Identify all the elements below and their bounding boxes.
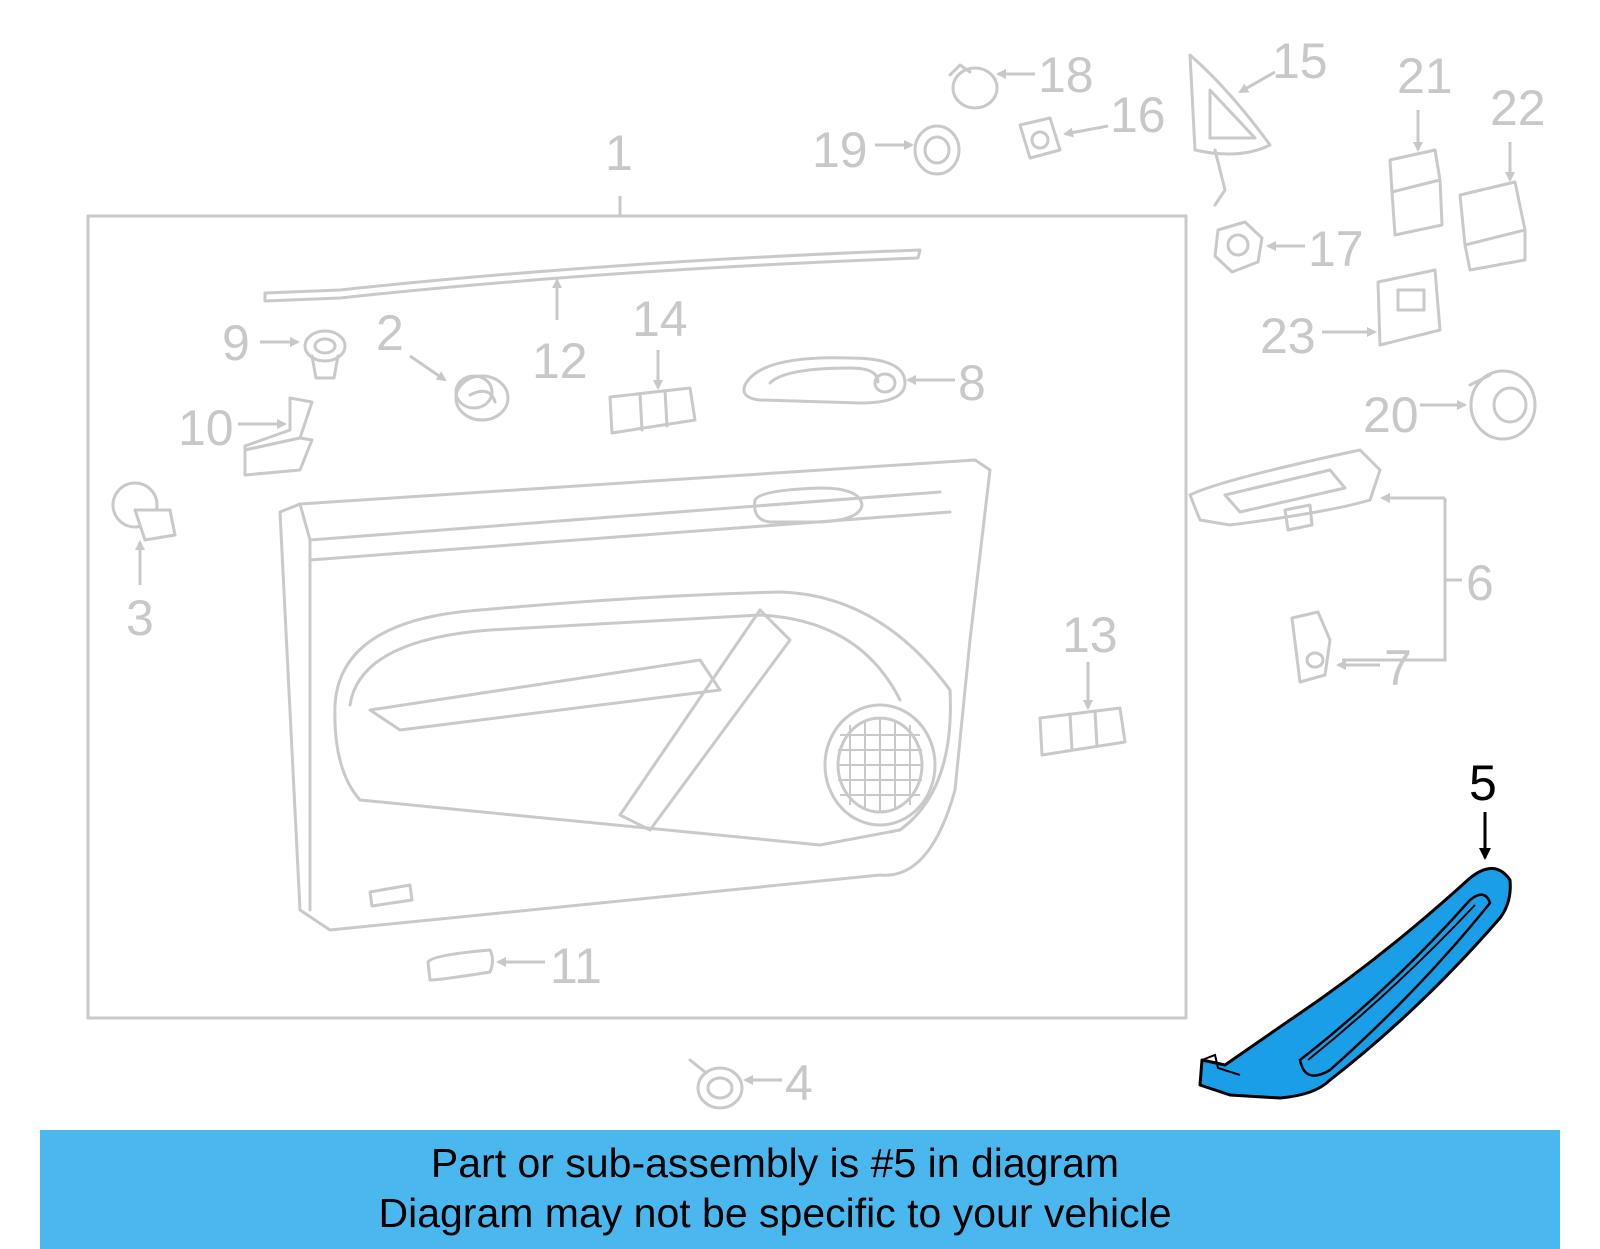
part-14-switch <box>608 386 697 435</box>
part-2-push-pin <box>454 374 510 422</box>
callout-3: 3 <box>126 590 154 646</box>
part-21-switch <box>1388 148 1444 237</box>
callout-2: 2 <box>376 305 404 361</box>
callout-4: 4 <box>785 1055 813 1111</box>
part-10-bracket <box>243 396 314 477</box>
part-5-armrest-highlighted <box>1198 867 1512 1100</box>
part-4-screw <box>688 1058 744 1110</box>
part-7-clip <box>1290 610 1332 684</box>
callout-16: 16 <box>1110 87 1166 143</box>
callout-8: 8 <box>958 355 986 411</box>
part-19-grommet <box>913 124 961 176</box>
info-banner: Part or sub-assembly is #5 in diagram Di… <box>40 1130 1560 1249</box>
part-12-belt-molding <box>263 248 922 303</box>
part-22-switch <box>1458 180 1527 272</box>
callout-9: 9 <box>222 315 250 371</box>
part-20-knob <box>1468 369 1537 441</box>
callout-21: 21 <box>1397 48 1453 104</box>
callout-17: 17 <box>1308 221 1364 277</box>
part-13-switch <box>1038 706 1127 757</box>
part-11-plug <box>426 948 494 982</box>
banner-line-disclaimer: Diagram may not be specific to your vehi… <box>378 1190 1172 1236</box>
part-23-switch <box>1376 268 1442 347</box>
speaker-grille <box>838 718 922 812</box>
part-8-door-handle <box>742 356 907 405</box>
callout-18: 18 <box>1038 47 1094 103</box>
callout-11: 11 <box>550 938 602 994</box>
callout-22: 22 <box>1490 80 1546 136</box>
callout-20: 20 <box>1363 387 1419 443</box>
part-16-clip <box>1018 116 1062 160</box>
callout-10: 10 <box>178 400 234 456</box>
callout-12: 12 <box>532 333 588 389</box>
callout-15: 15 <box>1272 33 1328 89</box>
callout-23: 23 <box>1260 308 1316 364</box>
callout-6: 6 <box>1466 555 1494 611</box>
part-15-tweeter-cover <box>1188 53 1272 207</box>
callout-5: 5 <box>1469 755 1497 811</box>
callout-7: 7 <box>1384 640 1412 696</box>
callout-13: 13 <box>1062 607 1118 663</box>
callout-1: 1 <box>605 125 633 181</box>
door-trim-panel <box>278 458 992 932</box>
callout-19: 19 <box>812 122 868 178</box>
part-9-clip <box>303 329 347 380</box>
assembly-frame <box>86 214 1188 1020</box>
part-18-clip <box>948 63 999 110</box>
banner-line-part: Part or sub-assembly is #5 in diagram <box>430 1140 1120 1186</box>
part-17-nut <box>1213 220 1264 274</box>
part-6-switch-bezel <box>1188 448 1382 532</box>
callout-14: 14 <box>632 291 688 347</box>
part-3-clip <box>111 481 177 542</box>
